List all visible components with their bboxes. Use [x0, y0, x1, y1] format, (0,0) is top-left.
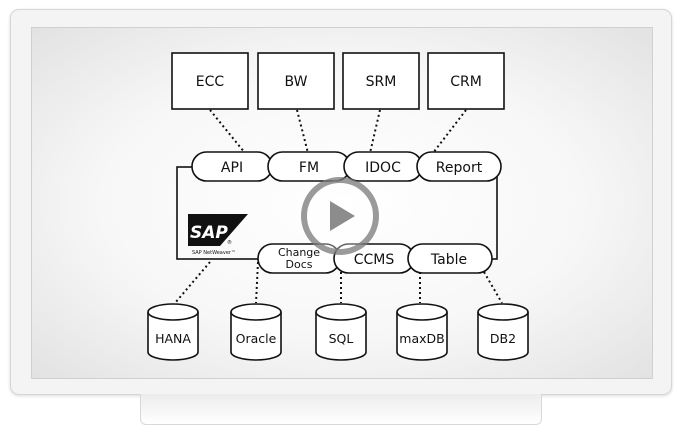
play-icon — [330, 201, 355, 231]
database-oracle: Oracle — [230, 303, 282, 361]
interface-pill-api: API — [191, 151, 273, 182]
interface-pill-fm: FM — [267, 151, 351, 182]
system-label: ECC — [196, 74, 225, 90]
interface-pill-report: Report — [416, 151, 502, 182]
interface-label: Table — [430, 252, 467, 268]
sap-netweaver-logo: SAP ® SAP NetWeaver™ — [188, 214, 248, 256]
system-box-crm: CRM — [427, 52, 505, 110]
database-connectors — [174, 261, 503, 304]
sap-subtitle: SAP NetWeaver™ — [192, 250, 236, 256]
interface-pill-change-docs: Change Docs — [257, 243, 341, 274]
database-label: SQL — [329, 331, 354, 346]
database-label: DB2 — [490, 331, 516, 346]
database-db2: DB2 — [477, 303, 529, 361]
system-connectors — [209, 109, 467, 154]
database-label: maxDB — [399, 331, 444, 346]
interface-label: API — [221, 160, 243, 176]
sap-logo-text: SAP — [190, 223, 228, 243]
system-box-ecc: ECC — [171, 52, 249, 110]
database-label: Oracle — [236, 331, 277, 346]
interface-label: IDOC — [365, 160, 401, 176]
interface-label-line2: Docs — [286, 258, 313, 271]
interface-pill-table: Table — [407, 243, 493, 274]
interface-label-line1: Change — [278, 246, 320, 259]
system-box-srm: SRM — [342, 52, 420, 110]
system-label: SRM — [366, 74, 397, 90]
system-box-bw: BW — [257, 52, 335, 110]
system-label: CRM — [450, 74, 482, 90]
sap-registered: ® — [227, 239, 232, 246]
database-maxdb: maxDB — [396, 303, 448, 361]
system-label: BW — [285, 74, 308, 90]
interface-label: FM — [299, 160, 319, 176]
interface-label: CCMS — [354, 252, 395, 268]
play-button[interactable] — [301, 177, 379, 255]
monitor-stand — [140, 394, 542, 425]
database-label: HANA — [155, 331, 191, 346]
database-hana: HANA — [147, 303, 199, 361]
interface-pill-idoc: IDOC — [343, 151, 423, 182]
interface-label: Report — [436, 160, 483, 176]
database-sql: SQL — [315, 303, 367, 361]
